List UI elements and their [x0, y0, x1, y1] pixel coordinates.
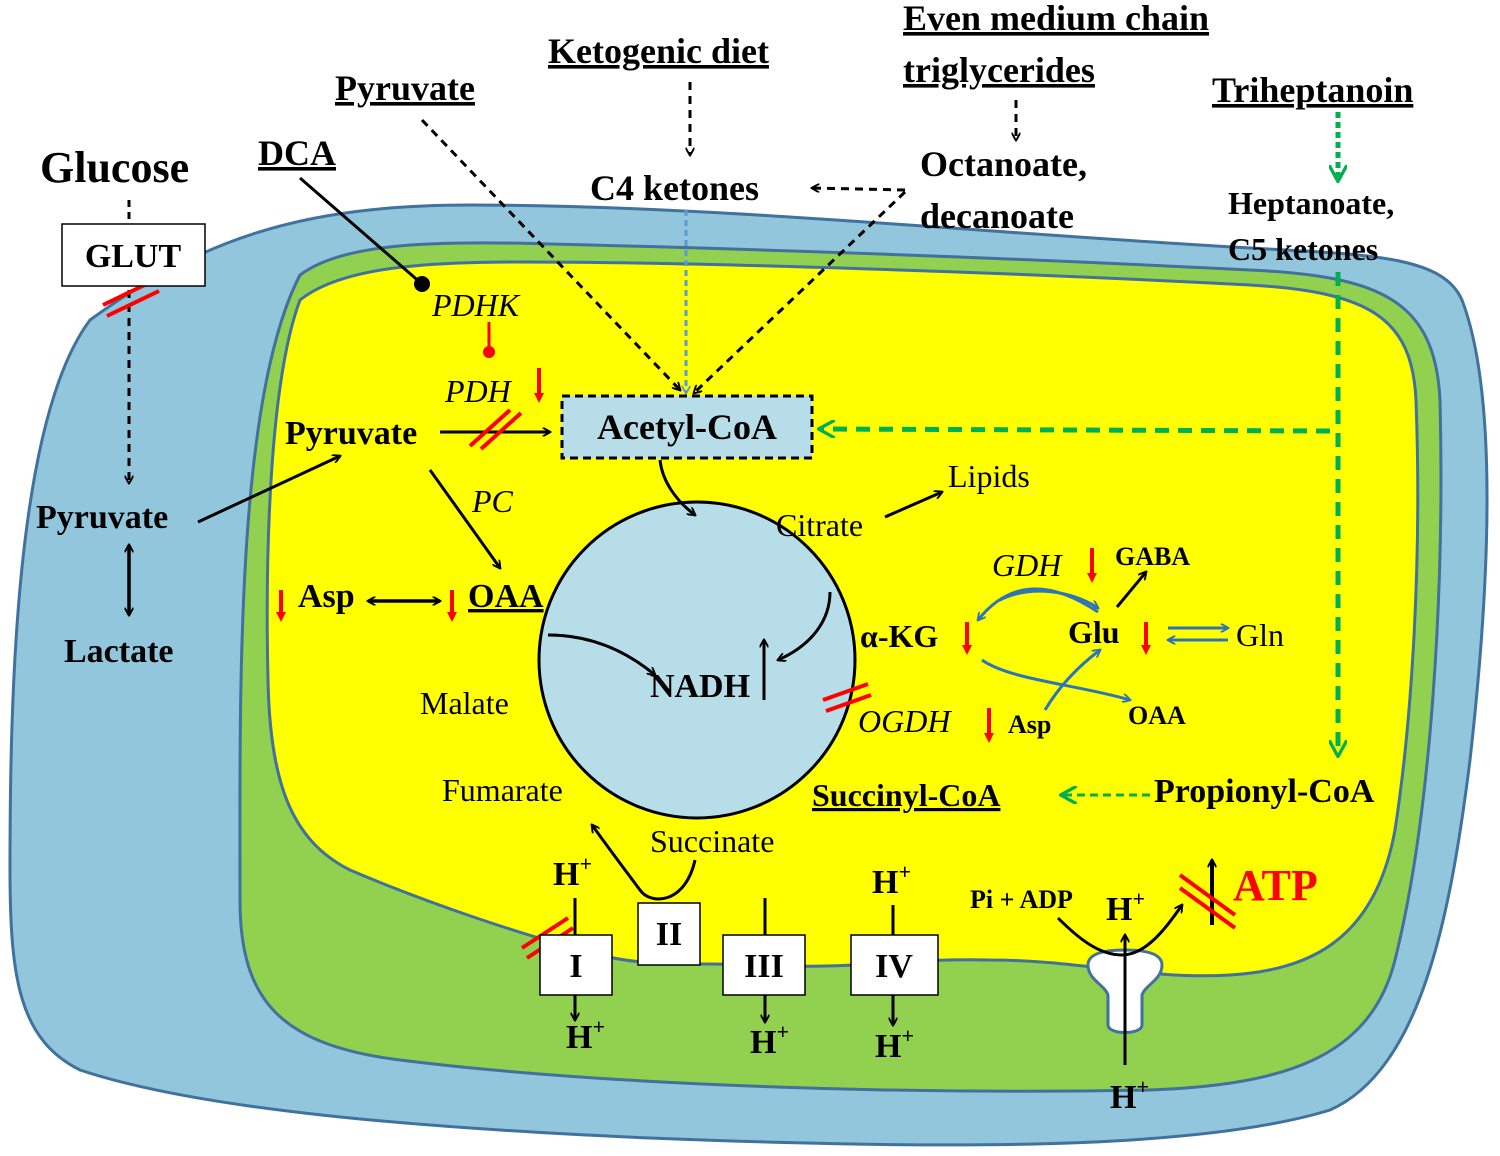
pyruvate-transport-arrow	[197, 456, 340, 524]
glu-to-gaba-arrow	[1115, 572, 1146, 608]
octanoate-line2-label: decanoate	[920, 196, 1074, 236]
h-plus-complex-iv-bottom: H+	[875, 1023, 914, 1065]
pyruvate-cyto-label: Pyruvate	[36, 499, 168, 536]
succinate-to-fumarate-arrow	[592, 825, 697, 901]
complex-ii-box	[637, 902, 701, 966]
lipids-label: Lipids	[948, 458, 1030, 494]
pdh-inhibition-mark	[468, 408, 523, 451]
oaa-small-label: OAA	[1128, 701, 1186, 730]
citrate-label: Citrate	[776, 507, 863, 543]
complex-i-box	[539, 934, 613, 996]
atp-inhibition-mark	[1178, 873, 1237, 930]
adp-to-atp-arrow	[1056, 905, 1182, 957]
asp-small-label: Asp	[1008, 710, 1051, 739]
ketogenic-diet-label: Ketogenic diet	[548, 31, 769, 71]
h-plus-complex-iii-bottom: H+	[750, 1019, 789, 1061]
octanoate-line1-label: Octanoate,	[920, 144, 1087, 184]
triheptanoin-label: Triheptanoin	[1212, 70, 1413, 110]
akg-label: α-KG	[860, 618, 938, 654]
glu-label: Glu	[1068, 614, 1120, 650]
acetyl-coa-box	[560, 394, 814, 460]
ogdh-label: OGDH	[858, 703, 952, 739]
pdh-label: PDH	[444, 373, 513, 409]
complex-iii-label: III	[744, 948, 784, 985]
complex-iv-box	[850, 934, 939, 996]
akg-to-glu-blue-arrow	[978, 587, 1099, 620]
atp-label: ATP	[1233, 861, 1318, 910]
c4-ketones-label: C4 ketones	[590, 168, 759, 208]
h-plus-atp-synthase-bottom: H+	[1110, 1074, 1149, 1116]
tca-right-to-nadh-arrow	[778, 591, 832, 660]
glucose-label: Glucose	[40, 143, 189, 192]
ogdh-inhibition-mark	[822, 682, 872, 713]
pyruvate-mito-label: Pyruvate	[285, 415, 417, 452]
pi-adp-label: Pi + ADP	[970, 885, 1073, 914]
glu-from-akg-blue-arrow	[999, 589, 1098, 608]
succinate-label: Succinate	[650, 823, 774, 859]
lactate-label: Lactate	[64, 633, 174, 670]
h-plus-complex-i-top: H+	[553, 851, 592, 893]
acetylcoa-to-tca-arrow	[658, 459, 695, 515]
heptanoate-to-acetylcoa-arrow	[820, 429, 1331, 431]
decrease-arrows	[276, 368, 1151, 743]
fumarate-label: Fumarate	[442, 772, 563, 808]
pdhk-label: PDHK	[431, 287, 521, 323]
heptanoate-line1-label: Heptanoate,	[1228, 185, 1394, 221]
pyruvate-to-acetylcoa-dashed	[420, 118, 680, 390]
acetyl-coa-label: Acetyl-CoA	[597, 407, 777, 447]
oaa-label: OAA	[468, 578, 544, 615]
complex-iii-box	[722, 934, 806, 996]
propionyl-coa-label: Propionyl-CoA	[1154, 773, 1375, 810]
akg-glu-lower-blue-arrow	[981, 658, 1130, 700]
pc-reaction-arrow	[428, 469, 500, 568]
glut-box	[61, 223, 206, 287]
dca-label: DCA	[258, 133, 336, 173]
tca-cycle-circle	[537, 500, 857, 820]
emct-line2-label: triglycerides	[903, 50, 1095, 90]
emct-line1-label: Even medium chain	[903, 0, 1209, 38]
succinyl-coa-label: Succinyl-CoA	[812, 777, 1000, 813]
complex-iv-label: IV	[875, 948, 913, 985]
heptanoate-line2-label: C5 ketones	[1228, 231, 1378, 267]
pc-label: PC	[471, 483, 514, 519]
octanoate-to-c4-arrow	[812, 188, 906, 190]
dca-inhibits-pdhk	[299, 176, 430, 292]
nadh-label: NADH	[650, 668, 750, 705]
h-plus-atp-synthase-top: H+	[1106, 886, 1145, 928]
octanoate-to-acetylcoa-arrow	[694, 190, 907, 393]
complex-i-label: I	[569, 948, 582, 985]
asp-to-glu-blue-arrow	[1043, 650, 1100, 711]
h-plus-complex-i-bottom: H+	[566, 1014, 605, 1056]
gdh-label: GDH	[992, 547, 1063, 583]
gln-label: Gln	[1236, 617, 1284, 653]
complex-ii-label: II	[656, 916, 682, 953]
pyruvate-top-label: Pyruvate	[335, 68, 475, 108]
citrate-to-lipids-arrow	[884, 492, 942, 519]
asp-label: Asp	[298, 578, 355, 615]
malate-label: Malate	[420, 685, 509, 721]
h-plus-complex-iv-top: H+	[872, 859, 911, 901]
tca-left-to-nadh-arrow	[547, 633, 655, 675]
glut-label: GLUT	[85, 238, 182, 275]
gaba-label: GABA	[1115, 542, 1190, 571]
